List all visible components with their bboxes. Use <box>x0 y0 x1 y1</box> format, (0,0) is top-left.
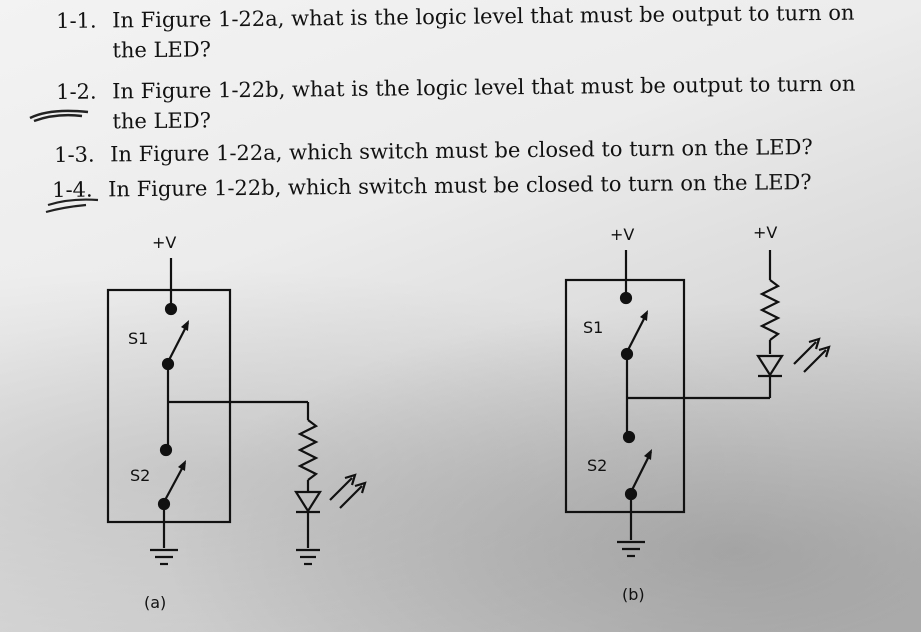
s1-label-b: S1 <box>583 318 603 337</box>
ground-a <box>150 548 178 566</box>
s2-label-b: S2 <box>587 456 607 475</box>
s2-contact-top <box>159 443 173 457</box>
supply-label-b: +V <box>610 225 634 244</box>
caption-b: (b) <box>622 585 645 604</box>
s2-blade-b <box>630 451 652 493</box>
resistor-b <box>759 279 781 341</box>
led-light-arrows-b <box>793 337 831 373</box>
pen-scribble-1-2 <box>29 109 89 123</box>
figure-a <box>106 258 367 566</box>
supply-label-led-b: +V <box>753 223 777 242</box>
led-b <box>756 354 784 378</box>
s1-label-a: S1 <box>128 329 148 348</box>
s1-blade <box>167 322 189 363</box>
led-a <box>294 490 322 514</box>
s2-blade <box>163 462 186 503</box>
s2-contact-top-b <box>622 430 636 444</box>
s2-label-a: S2 <box>130 466 150 485</box>
ground-led-a <box>296 548 320 566</box>
box-b <box>564 278 686 514</box>
s1-contact-top-b <box>619 291 633 305</box>
ground-b <box>617 540 645 558</box>
supply-label-a: +V <box>152 233 176 252</box>
s1-blade-b <box>626 312 648 353</box>
figure-b <box>564 250 831 558</box>
pen-underline-1-4 <box>45 198 99 214</box>
led-light-arrows-a <box>329 473 367 509</box>
box-a <box>106 288 232 524</box>
caption-a: (a) <box>144 593 166 612</box>
resistor-a <box>297 419 319 481</box>
s1-contact-top <box>164 302 178 316</box>
